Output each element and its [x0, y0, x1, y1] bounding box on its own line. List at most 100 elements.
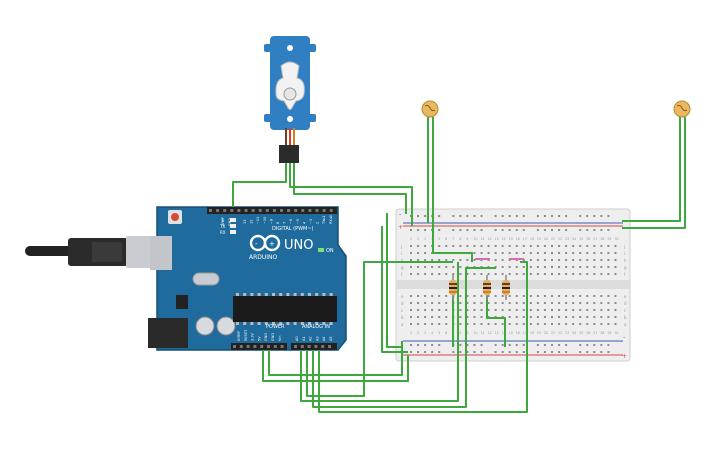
- breadboard-column-label: 22: [558, 237, 562, 241]
- breadboard-row-label: b: [401, 315, 404, 320]
- resistor-2: [483, 275, 491, 300]
- header-pin-label: GND: [228, 218, 232, 226]
- breadboard-column-label: 7: [452, 237, 454, 241]
- breadboard-row-label: f: [401, 272, 403, 277]
- breadboard-row-label: a: [401, 322, 404, 327]
- breadboard-column-label: 10: [473, 237, 477, 241]
- breadboard-row-label: f: [624, 272, 626, 277]
- resistor-3: [502, 275, 510, 300]
- wire-ldr2-a: [622, 117, 681, 222]
- analog-header-label: ANALOG IN: [302, 324, 330, 330]
- resistor-1: [449, 275, 457, 300]
- breadboard-column-label: 9: [466, 237, 468, 241]
- breadboard-column-label: 14: [502, 237, 506, 241]
- breadboard-column-label: 5: [438, 331, 440, 335]
- power-header-label: POWER: [266, 324, 285, 330]
- digital-pin-label: ~5: [296, 219, 300, 224]
- board-brand: ARDUINO: [249, 254, 278, 261]
- breadboard-column-label: 11: [481, 331, 485, 335]
- power-pin-label: GND: [271, 333, 275, 341]
- breadboard-row-label: j: [400, 244, 402, 249]
- wire-servo-signal: [232, 163, 287, 207]
- digital-pin-label: ~10: [263, 217, 267, 224]
- rx-led-label: RX: [220, 230, 226, 235]
- breadboard-column-label: 13: [495, 331, 499, 335]
- breadboard-column-label: 24: [572, 331, 576, 335]
- wire-servo-power: [289, 163, 413, 226]
- power-pin-label: GND: [264, 333, 268, 341]
- servo-motor: [264, 36, 316, 163]
- wire-gnd-rail-left: [386, 213, 402, 348]
- power-jack: [148, 318, 188, 348]
- wires: [232, 117, 686, 413]
- breadboard-row-label: d: [624, 301, 627, 306]
- analog-pin-label: A2: [309, 336, 313, 341]
- arduino-logo: - +: [249, 234, 281, 252]
- microcontroller-chip: [233, 296, 337, 322]
- digital-pin-label: RX◂0: [329, 215, 333, 224]
- power-pin-label: 3.3V: [251, 332, 255, 341]
- breadboard-column-label: 5: [438, 237, 440, 241]
- wire-5v-rail: [381, 226, 408, 353]
- analog-header: [291, 343, 337, 350]
- breadboard-column-label: 20: [544, 237, 548, 241]
- wire-ldr-rail-connect: [433, 252, 473, 262]
- breadboard-column-label: 27: [593, 331, 597, 335]
- tx-led-label: TX: [219, 224, 225, 229]
- photoresistor-2: [673, 100, 691, 118]
- breadboard-column-label: 1: [410, 237, 412, 241]
- breadboard-column-label: 3: [424, 331, 426, 335]
- usb-cable: [25, 236, 166, 268]
- l-led-label: L: [222, 218, 225, 223]
- breadboard-column-label: 4: [431, 331, 433, 335]
- power-pin-label: 5V: [257, 336, 261, 341]
- header-pin-label: AREF: [221, 217, 225, 226]
- board-model: UNO: [284, 238, 313, 253]
- breadboard-column-label: 30: [614, 331, 618, 335]
- breadboard-column-label: 11: [481, 237, 485, 241]
- breadboard-column-label: 12: [488, 237, 492, 241]
- wire-res2-gnd: [486, 296, 506, 347]
- breadboard-column-label: 23: [565, 237, 569, 241]
- wire-arduino-5v: [262, 350, 409, 382]
- svg-text:+: +: [269, 240, 275, 248]
- breadboard-row-label: j: [623, 244, 625, 249]
- breadboard-column-label: 15: [509, 331, 513, 335]
- breadboard-column-label: 17: [523, 331, 527, 335]
- analog-pin-label: A3: [315, 336, 319, 341]
- wire-a2: [312, 267, 496, 408]
- power-pin-label: Vin: [278, 335, 282, 341]
- digital-pin-label: ~11: [256, 217, 260, 224]
- breadboard-row-label: b: [624, 315, 627, 320]
- wire-servo-ground: [293, 163, 407, 214]
- breadboard-column-label: 28: [600, 331, 604, 335]
- breadboard-column-label: 14: [502, 331, 506, 335]
- breadboard-row-label: e: [401, 294, 404, 299]
- breadboard-row-label: h: [401, 258, 404, 263]
- breadboard-row-label: d: [401, 301, 404, 306]
- breadboard-column-label: 13: [495, 237, 499, 241]
- breadboard-row-label: g: [401, 265, 404, 270]
- breadboard-column-label: 12: [488, 331, 492, 335]
- breadboard-column-label: 8: [459, 331, 461, 335]
- breadboard-row-label: h: [624, 258, 627, 263]
- wire-a1: [306, 261, 453, 397]
- rail-top-minus: -: [399, 211, 401, 218]
- digital-pin-label: ~3: [309, 219, 313, 224]
- breadboard-column-label: 22: [558, 331, 562, 335]
- analog-pin-label: A4: [322, 336, 326, 341]
- photoresistor-1: [421, 100, 439, 118]
- digital-pin-label: 2: [316, 222, 320, 224]
- breadboard-row-label: c: [401, 308, 403, 313]
- breadboard-row-label: i: [401, 251, 402, 256]
- digital-pin-label: ~9: [269, 219, 273, 224]
- power-header: [231, 343, 287, 350]
- svg-text:-: -: [255, 240, 258, 248]
- breadboard-column-label: 21: [551, 331, 555, 335]
- breadboard-row-label: a: [624, 322, 627, 327]
- breadboard-column-label: 21: [551, 237, 555, 241]
- digital-header-label: DIGITAL (PWM~): [272, 226, 314, 232]
- rail-bottom-plus: +: [622, 353, 627, 360]
- breadboard-column-label: 16: [516, 237, 520, 241]
